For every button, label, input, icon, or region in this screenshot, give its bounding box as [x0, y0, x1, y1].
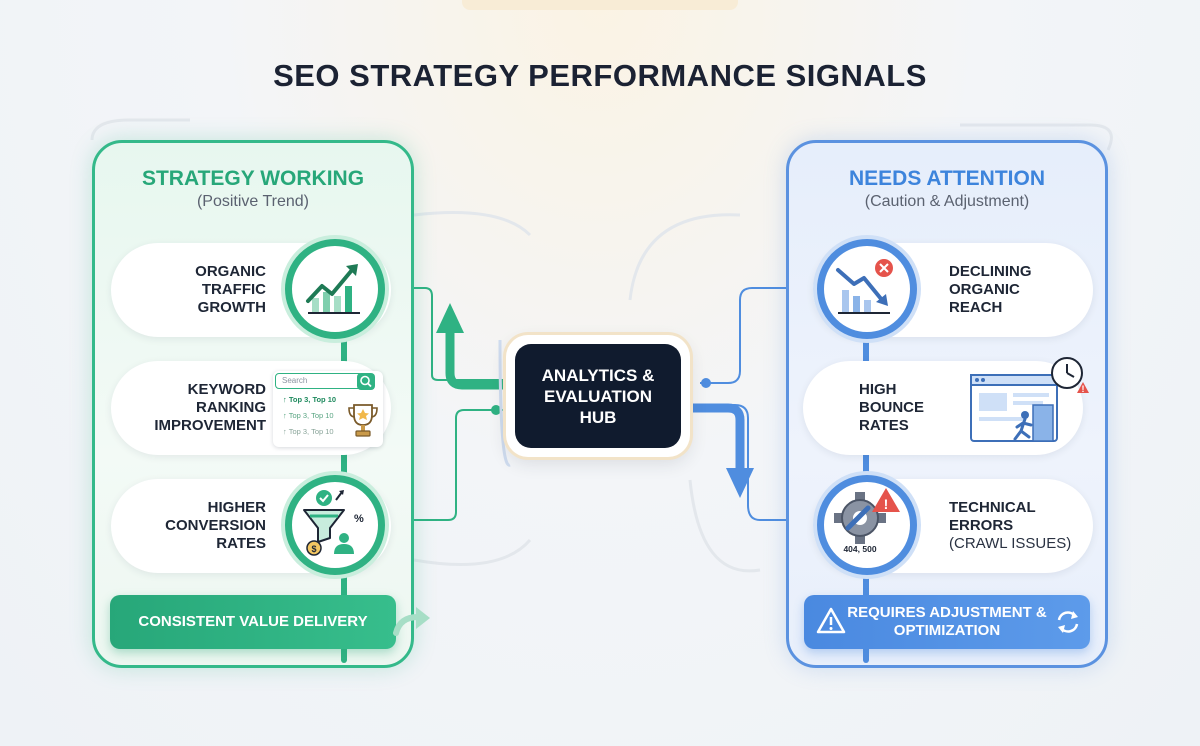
- search-input: Search: [275, 373, 363, 389]
- consistent-value-delivery-button[interactable]: CONSISTENT VALUE DELIVERY: [110, 595, 396, 649]
- percent-label: %: [354, 513, 364, 525]
- svg-text:!: !: [1082, 384, 1085, 394]
- top-glow-bar: [462, 0, 738, 10]
- gear-wrench-warning-icon: ! 404, 500: [817, 475, 917, 575]
- high-bounce-rates-label: HIGH BOUNCE RATES: [859, 381, 925, 434]
- consistent-value-delivery-label: CONSISTENT VALUE DELIVERY: [138, 613, 368, 630]
- svg-text:!: !: [884, 496, 889, 512]
- search-icon: [357, 373, 375, 390]
- warning-icon: [816, 607, 846, 634]
- rising-bar-chart-icon: [285, 239, 385, 339]
- strategy-working-panel: STRATEGY WORKING (Positive Trend) ORGANI…: [92, 140, 414, 668]
- trophy-icon: [348, 404, 378, 437]
- left-panel-title: STRATEGY WORKING: [141, 167, 365, 190]
- browser-exit-icon: !: [970, 357, 1089, 442]
- needs-attention-panel: NEEDS ATTENTION (Caution & Adjustment) D…: [786, 140, 1108, 668]
- left-panel-subtitle: (Positive Trend): [196, 193, 310, 210]
- hub-label-line: HUB: [579, 407, 617, 427]
- ranking-line: ↑ Top 3, Top 10: [283, 395, 337, 404]
- error-codes-label: 404, 500: [843, 544, 876, 554]
- ranking-line: ↑ Top 3, Top 10: [283, 411, 334, 420]
- right-panel-subtitle: (Caution & Adjustment): [864, 193, 1030, 210]
- keyword-ranking-label: KEYWORD RANKING IMPROVEMENT: [154, 381, 266, 434]
- hub-label-line: ANALYTICS &: [541, 365, 655, 385]
- analytics-evaluation-hub: ANALYTICS & EVALUATION HUB: [506, 335, 690, 457]
- requires-adjustment-label: REQUIRES ADJUSTMENT & OPTIMIZATION: [847, 604, 1047, 639]
- svg-text:$: $: [311, 544, 316, 554]
- curved-arrow-icon: [393, 607, 430, 636]
- technical-errors-label: TECHNICAL ERRORS (CRAWL ISSUES): [949, 499, 1072, 552]
- conversion-funnel-icon: $ %: [285, 475, 385, 575]
- requires-adjustment-button[interactable]: REQUIRES ADJUSTMENT & OPTIMIZATION: [804, 595, 1090, 649]
- right-panel-title: NEEDS ATTENTION: [848, 167, 1045, 190]
- organic-traffic-growth-label: ORGANIC TRAFFIC GROWTH: [195, 263, 266, 316]
- declining-organic-reach-label: DECLINING ORGANIC REACH: [949, 263, 1032, 316]
- hub-label-line: EVALUATION: [544, 386, 652, 406]
- page-title: SEO STRATEGY PERFORMANCE SIGNALS: [273, 58, 927, 93]
- refresh-icon: [1057, 611, 1079, 633]
- declining-chart-icon: [817, 239, 917, 339]
- higher-conversion-label: HIGHER CONVERSION RATES: [165, 499, 266, 552]
- keyword-search-widget: Search ↑ Top 3, Top 10 ↑ Top 3, Top 10 ↑…: [273, 371, 383, 447]
- ranking-line: ↑ Top 3, Top 10: [283, 427, 334, 436]
